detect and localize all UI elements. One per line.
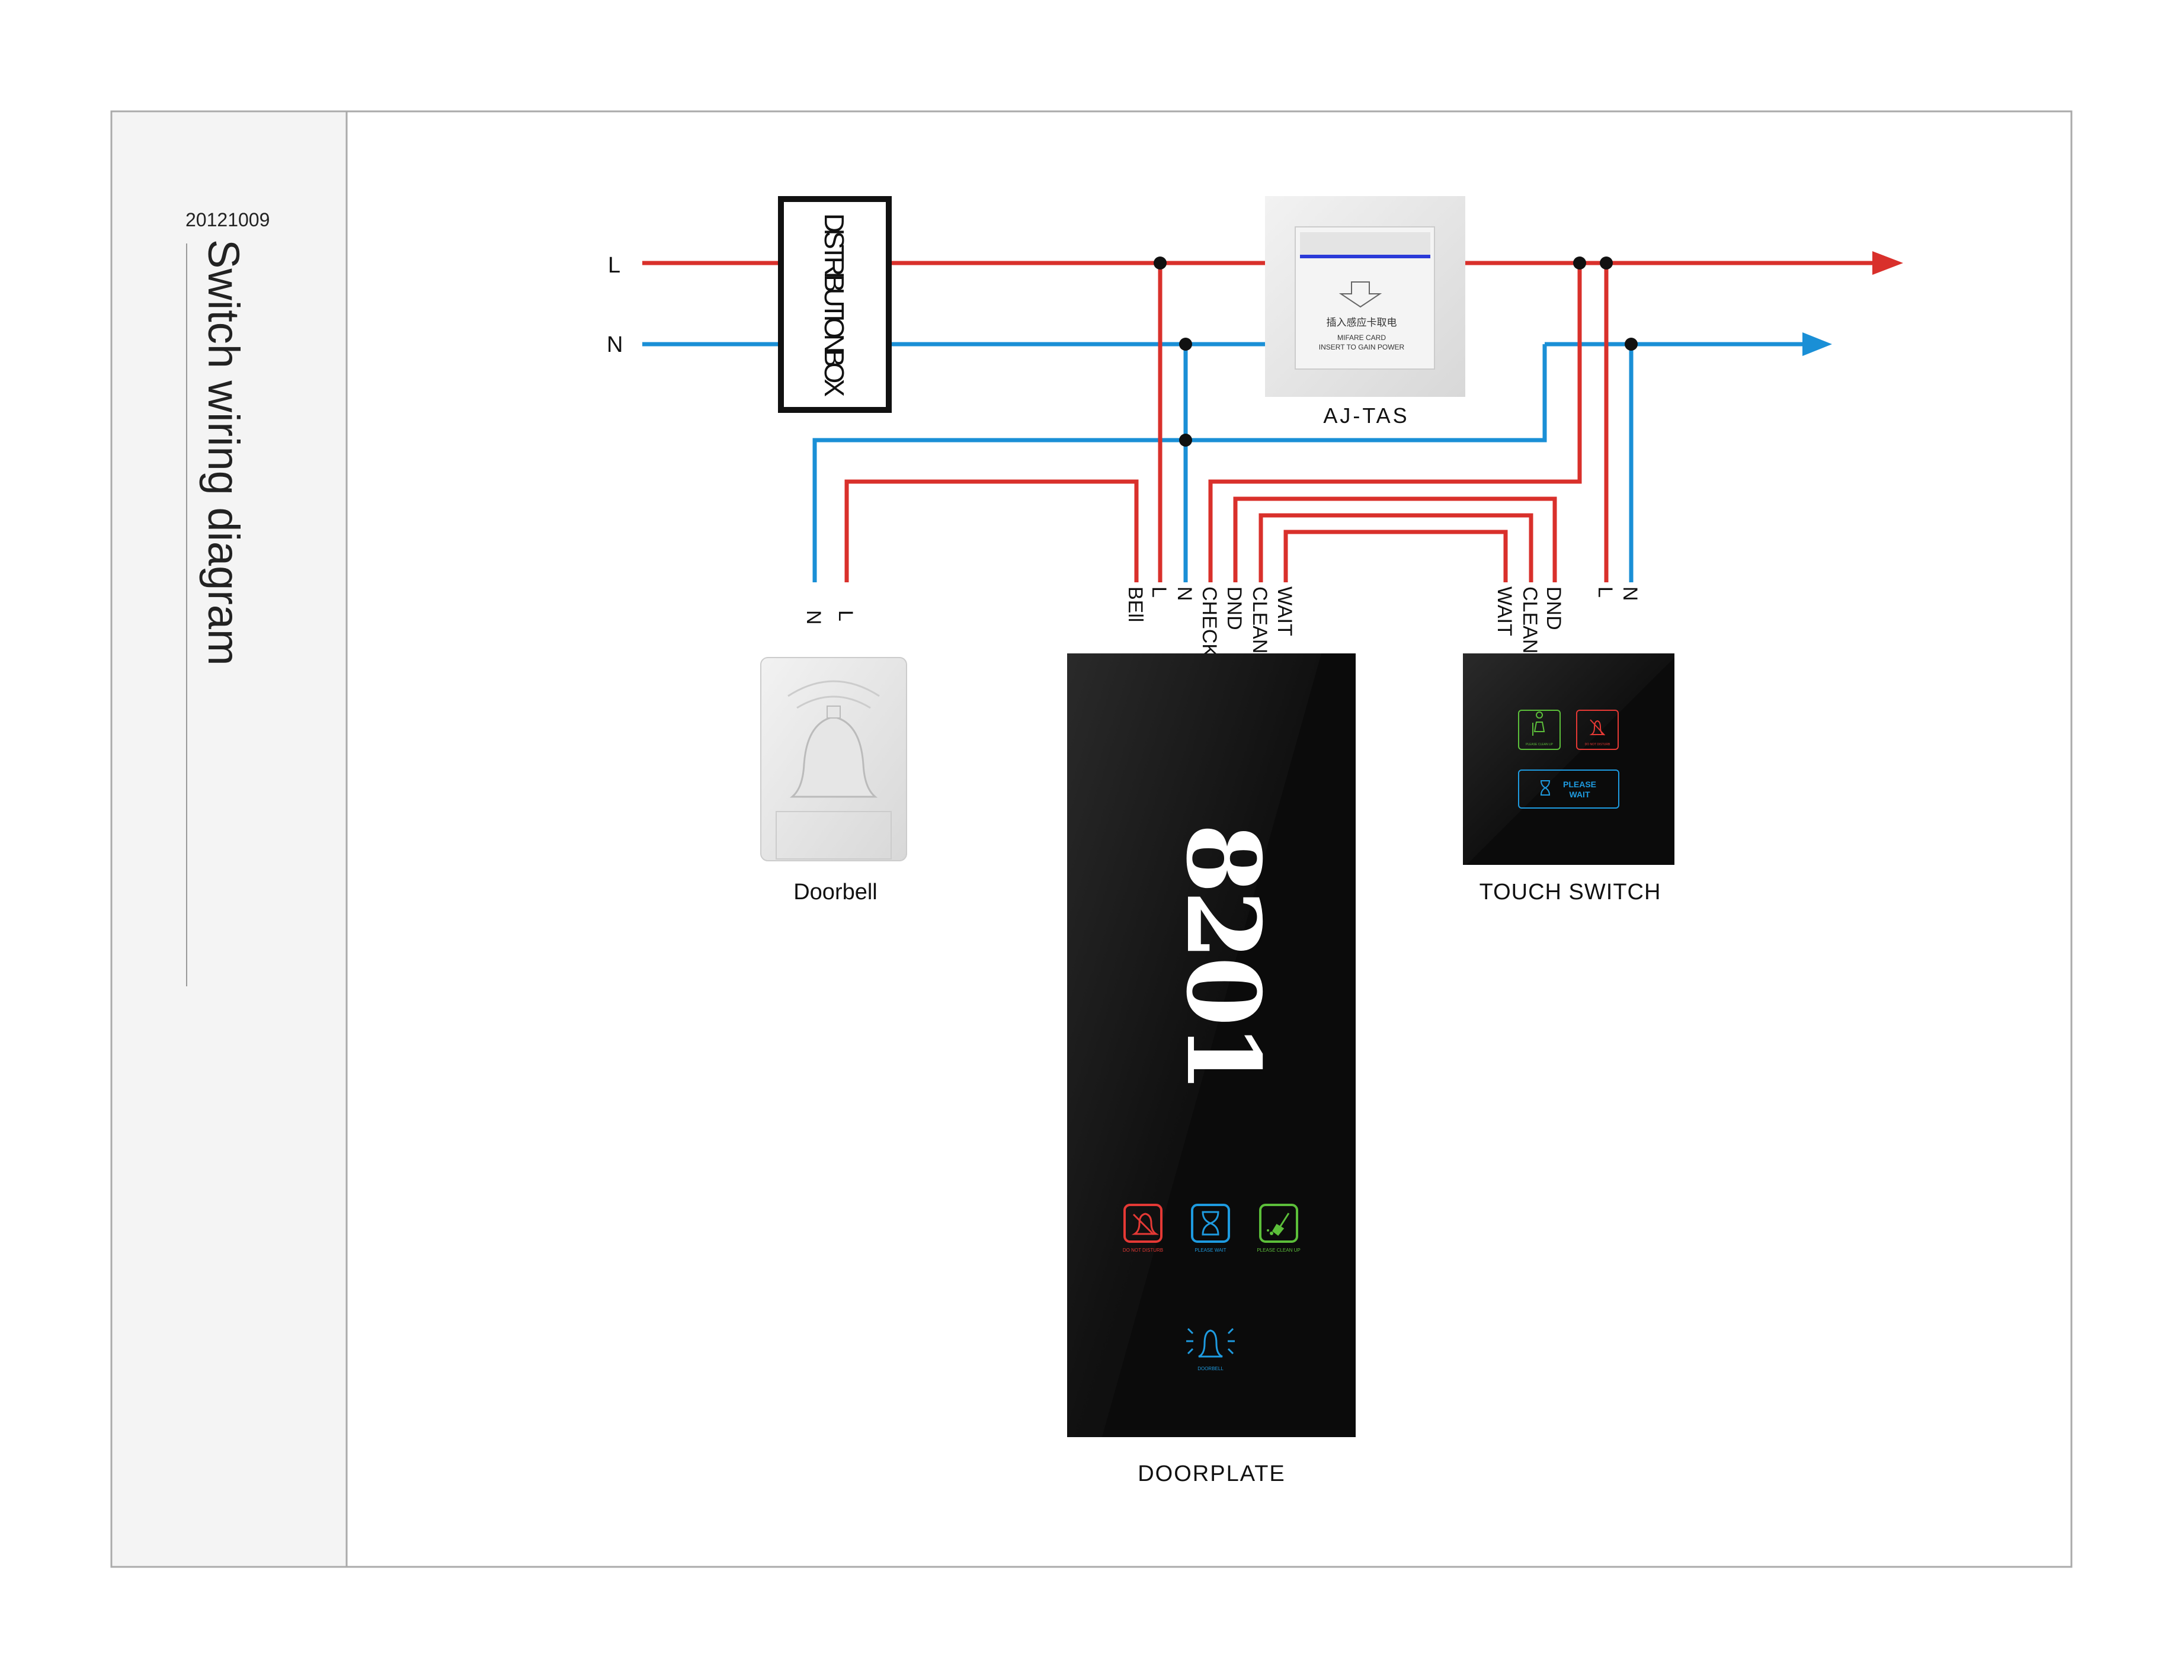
svg-text:N: N (1619, 586, 1641, 601)
svg-text:PLEASE: PLEASE (1563, 780, 1596, 789)
bell-slash-icon (1589, 719, 1606, 736)
mains-l-label: L (608, 253, 620, 278)
svg-text:CLEAN: CLEAN (1248, 586, 1271, 653)
touch-button-wait[interactable]: PLEASE WAIT (1518, 770, 1619, 809)
svg-text:DO NOT DISTURB: DO NOT DISTURB (1585, 743, 1610, 746)
touch-switch-panel (1463, 653, 1674, 865)
page-title: Switch wiring diagram (199, 239, 248, 666)
clean-wire (1258, 513, 1533, 582)
svg-text:WAIT: WAIT (1493, 586, 1516, 636)
bell-wire (844, 479, 1139, 582)
neutral-arrow-icon (1802, 332, 1832, 356)
dnd-wire (1233, 496, 1557, 582)
hourglass-icon (1202, 1211, 1219, 1236)
doorbell-label: Doorbell (793, 880, 878, 905)
svg-text:插入感应卡取电: 插入感应卡取电 (1327, 317, 1397, 328)
card-switch-label: AJ-TAS (1323, 403, 1409, 428)
date-label: 20121009 (185, 209, 270, 230)
doorplate-button-doorbell[interactable]: DOORBELL (1186, 1328, 1235, 1371)
ringing-bell-icon (1198, 1329, 1223, 1358)
card-switch-image: 插入感应卡取电 MIFARE CARD INSERT TO GAIN POWER (1265, 196, 1465, 397)
touch-switch-terminals: WAIT CLEAN DND L N (1493, 586, 1641, 653)
touch-button-dnd[interactable]: DO NOT DISTURB (1576, 710, 1619, 750)
doorplate-button-dnd[interactable]: DO NOT DISTURB (1123, 1204, 1163, 1253)
svg-text:N: N (1173, 586, 1196, 601)
svg-text:DO NOT DISTURB: DO NOT DISTURB (1123, 1248, 1163, 1253)
maid-icon (1532, 711, 1545, 736)
svg-text:INSERT TO GAIN POWER: INSERT TO GAIN POWER (1319, 343, 1405, 351)
svg-text:PLEASE WAIT: PLEASE WAIT (1195, 1248, 1226, 1253)
svg-text:L: L (1148, 586, 1170, 598)
svg-text:PLEASE CLEAN UP: PLEASE CLEAN UP (1526, 743, 1554, 746)
svg-text:PLEASE CLEAN UP: PLEASE CLEAN UP (1257, 1248, 1300, 1253)
doorbell-terminal-l: L (834, 610, 857, 621)
mains-n-label: N (607, 332, 623, 357)
sidebar (113, 113, 347, 1566)
bell-icon (789, 716, 878, 798)
svg-text:CLEAN: CLEAN (1519, 586, 1541, 653)
touch-switch-label: TOUCH SWITCH (1480, 880, 1661, 905)
svg-text:WAIT: WAIT (1570, 790, 1590, 799)
room-number: 8201 (1164, 823, 1282, 1089)
svg-text:DND: DND (1542, 586, 1565, 630)
insert-arrow-icon (1338, 281, 1382, 308)
doorplate-panel: 8201 (1067, 653, 1356, 1437)
svg-text:MIFARE CARD: MIFARE CARD (1337, 334, 1386, 342)
junction-dots (1154, 257, 1638, 447)
svg-text:DOORBELL: DOORBELL (1197, 1366, 1224, 1371)
doorbell-terminal-n: N (802, 610, 825, 625)
distribution-box-label: DISTRIBUTIONBOX (819, 213, 850, 397)
doorplate-button-wait[interactable]: PLEASE WAIT (1191, 1204, 1230, 1253)
wait-wire (1283, 530, 1508, 582)
checkin-wire (1208, 263, 1582, 582)
doorbell-image (760, 657, 907, 861)
svg-text:WAIT: WAIT (1273, 586, 1296, 636)
touch-button-clean[interactable]: PLEASE CLEAN UP (1518, 710, 1561, 750)
doorplate-label: DOORPLATE (1138, 1461, 1286, 1486)
svg-text:DND: DND (1223, 586, 1245, 630)
hourglass-icon (1540, 780, 1551, 796)
doorplate-button-clean[interactable]: PLEASE CLEAN UP (1257, 1204, 1301, 1253)
broom-icon (1272, 1213, 1290, 1236)
svg-text:BEll: BEll (1124, 586, 1147, 622)
bell-slash-icon (1131, 1213, 1160, 1236)
live-arrow-icon (1872, 251, 1903, 275)
distribution-box (778, 196, 892, 413)
svg-text:L: L (1594, 586, 1616, 598)
